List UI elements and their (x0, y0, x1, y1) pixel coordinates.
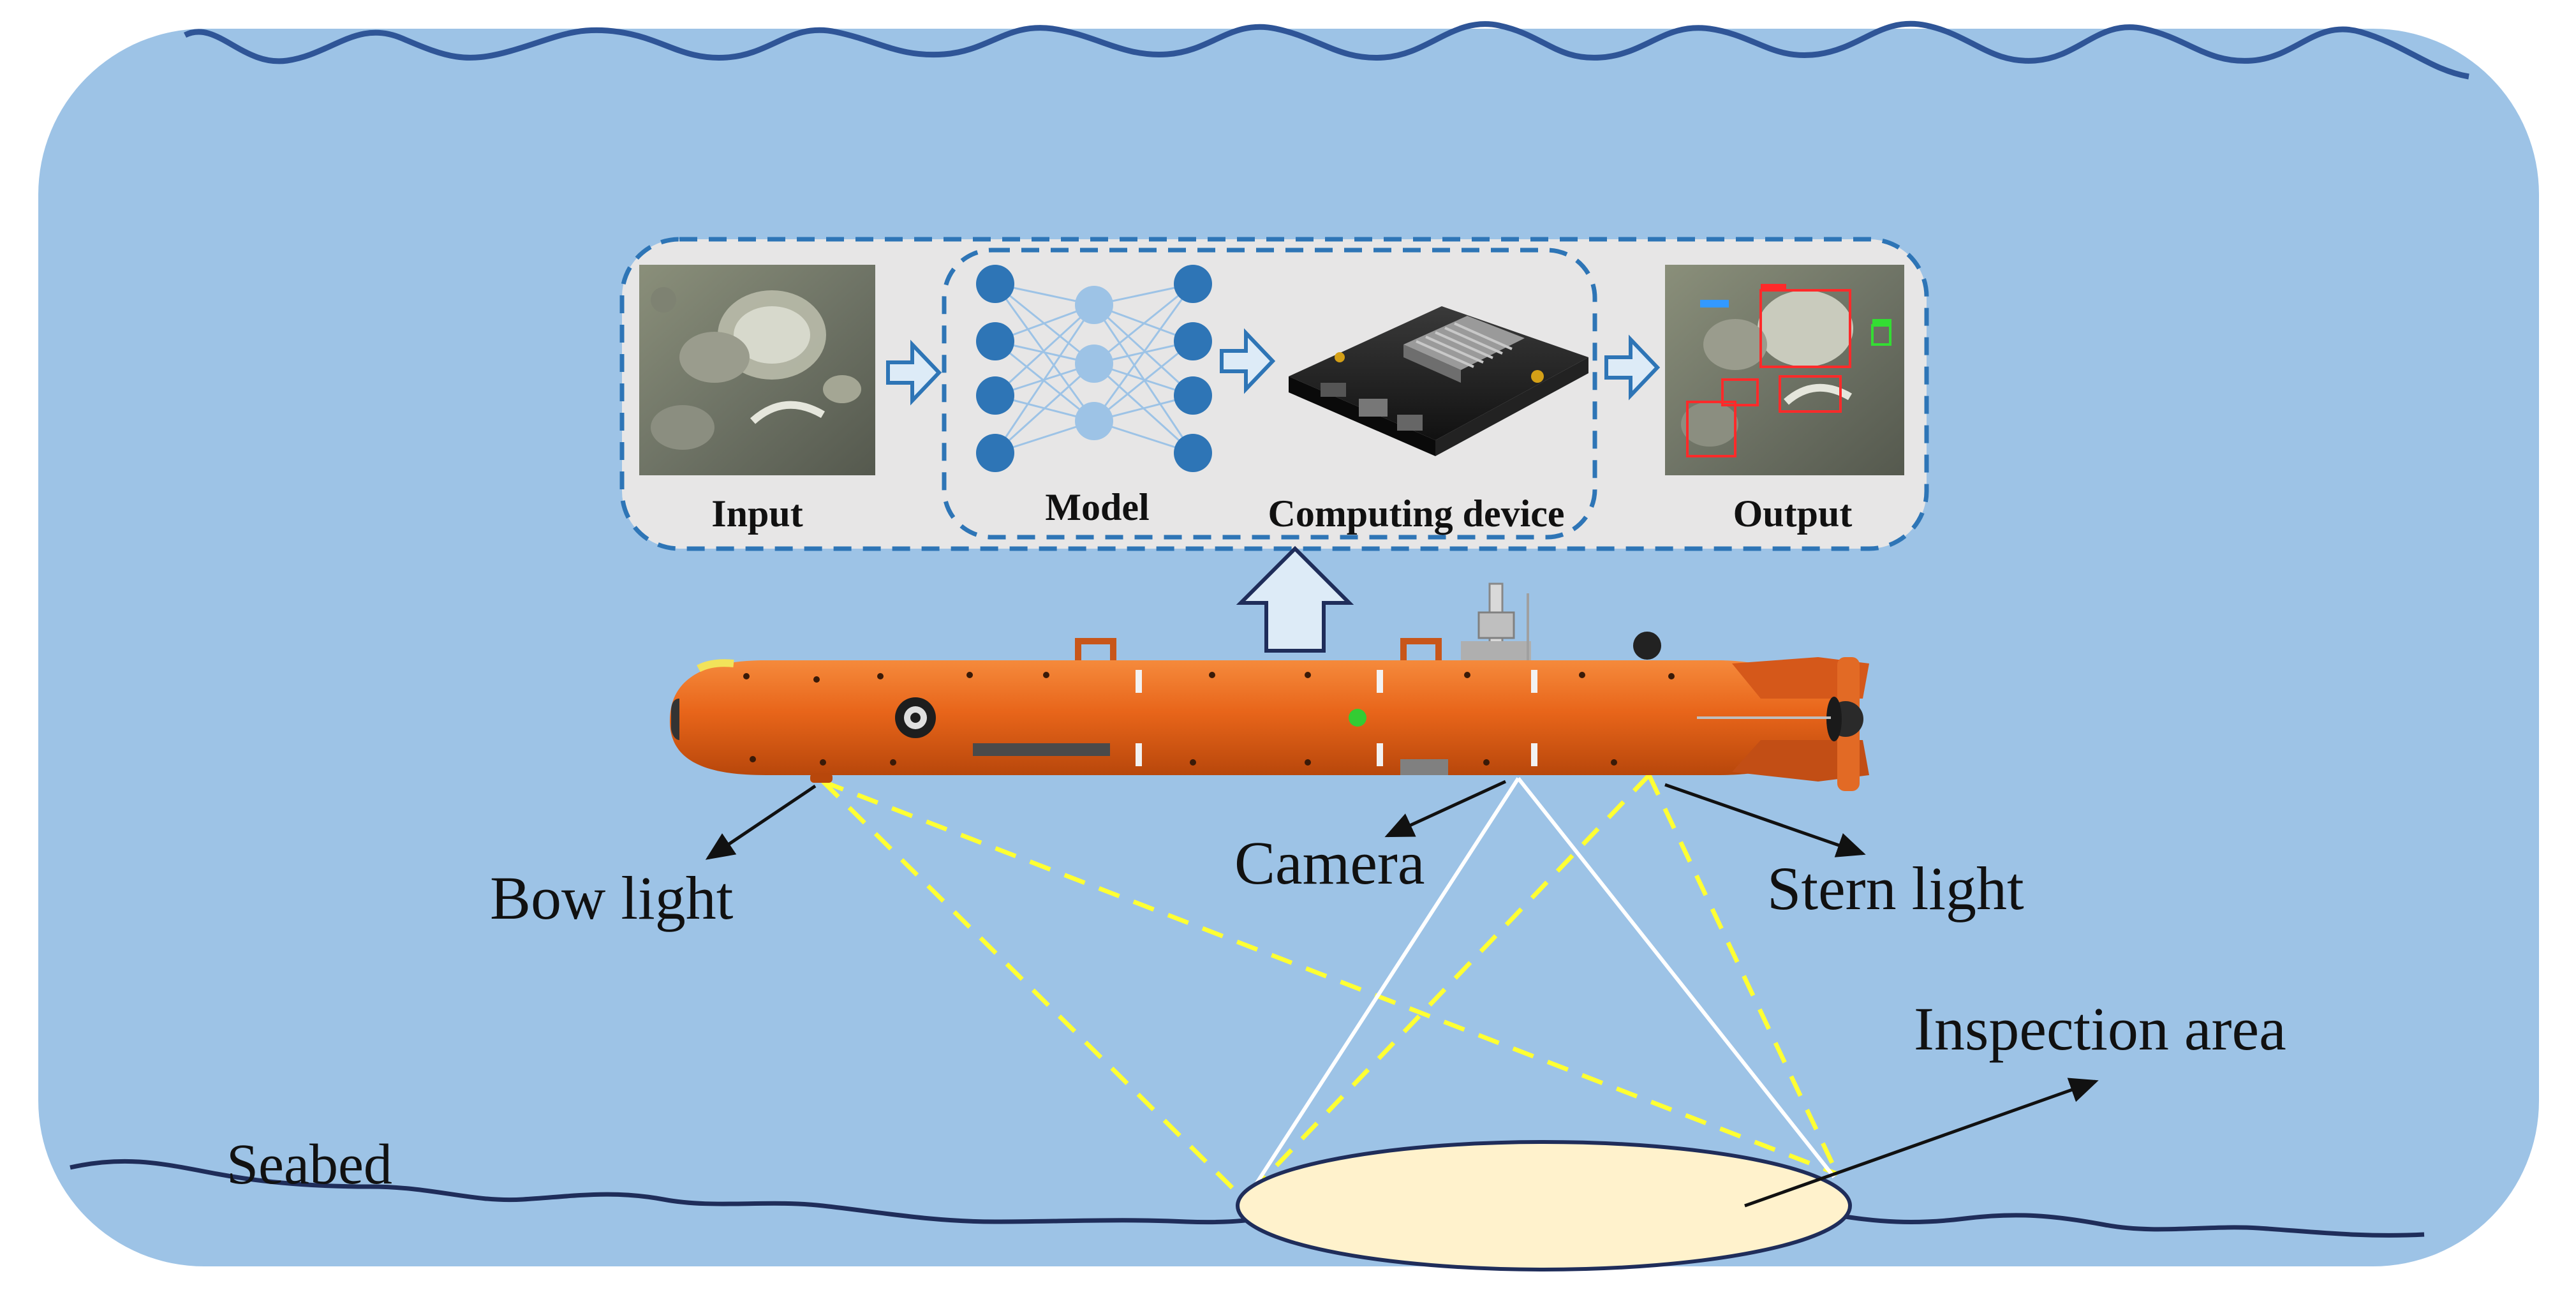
stern-light-arrow (1664, 783, 1866, 857)
pipeline-arrow-1 (886, 339, 942, 406)
inspection-area-ellipse (1236, 1140, 1852, 1271)
camera-beam-left (1252, 777, 1520, 1189)
seabed-line (70, 1159, 2425, 1238)
detection-boxes (1686, 289, 1851, 457)
camera-label: Camera (1234, 829, 1425, 897)
output-image (1665, 265, 1904, 475)
inspection-area-arrow (1744, 1078, 2099, 1208)
input-image (639, 265, 875, 475)
stern-light-beam-left (1248, 773, 1651, 1195)
camera-beam-right (1516, 777, 1836, 1178)
stern-light-label: Stern light (1767, 854, 2024, 923)
pipeline-arrow-3 (1604, 334, 1661, 401)
pipeline-panel-border (619, 237, 1929, 551)
model-device-group-border (942, 248, 1597, 540)
processing-pipeline-panel: Input (619, 237, 1929, 551)
bow-light-beam-left (821, 780, 1246, 1201)
model-label: Model (1045, 486, 1149, 528)
inspection-area-label: Inspection area (1914, 995, 2286, 1063)
bow-light-arrow (705, 784, 817, 860)
auv-vehicle (670, 582, 1869, 791)
camera-arrow (1384, 780, 1507, 838)
bow-light-label: Bow light (490, 864, 734, 932)
computing-device-board (1289, 306, 1588, 456)
upload-arrow (1236, 545, 1354, 653)
computing-device-label: Computing device (1268, 493, 1565, 535)
bow-light-beam-right (822, 779, 1839, 1176)
pipeline-arrow-2 (1220, 328, 1276, 394)
beams (821, 773, 1840, 1201)
seabed-label: Seabed (226, 1133, 392, 1196)
output-label: Output (1733, 493, 1853, 535)
input-label: Input (711, 493, 803, 535)
neural-network-model (976, 265, 1212, 472)
water-surface-wave (183, 20, 2469, 80)
